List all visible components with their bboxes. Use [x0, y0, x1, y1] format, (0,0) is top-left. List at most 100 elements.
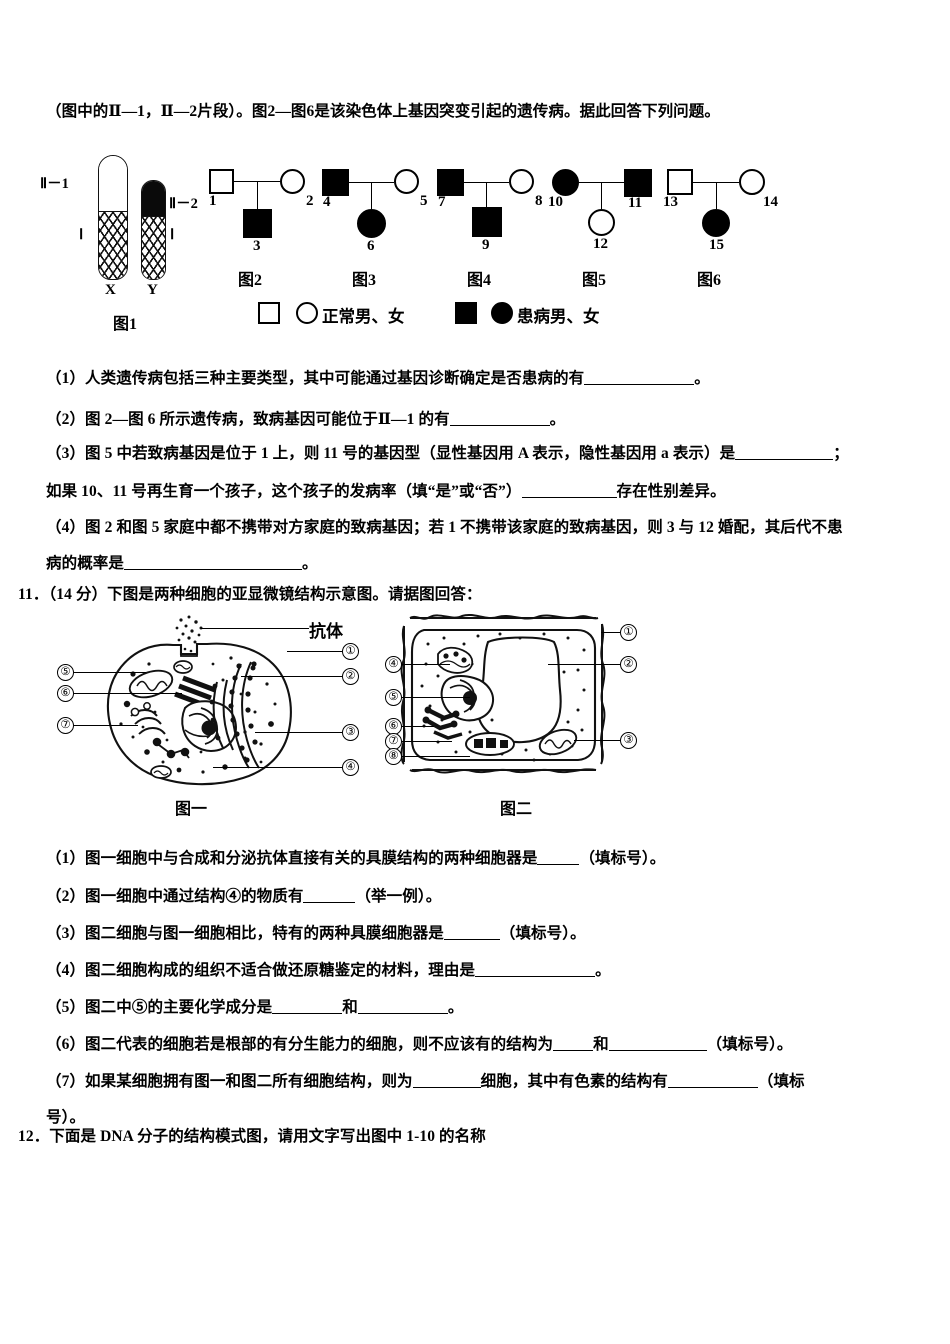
leader-1	[287, 651, 342, 652]
legend-affected-male-icon	[455, 302, 477, 324]
q11-p6-b: 和	[593, 1036, 609, 1053]
callout-2: ②	[620, 656, 637, 673]
answer-blank[interactable]	[584, 384, 695, 385]
pedigree-individual-13	[667, 169, 693, 195]
answer-blank[interactable]	[608, 1050, 707, 1051]
pedigree-individual-10	[552, 169, 579, 196]
callout-3: ③	[342, 724, 359, 741]
pedigree-fig3-caption: 图3	[352, 272, 377, 289]
answer-blank[interactable]	[357, 1013, 448, 1014]
pedigree-fig3: 4 5 6 图3	[318, 165, 428, 289]
leader-4	[213, 767, 342, 768]
chromosome-figure: Ⅱ－1 Ⅱ－2 Ⅰ Ⅰ X Y 图1	[40, 150, 230, 335]
answer-blank[interactable]	[272, 1013, 343, 1014]
pedigree-individual-2	[280, 169, 305, 194]
leader-antibody	[201, 628, 309, 629]
question-10-part-3-line1: （3）图 5 中若致病基因是位于 1 上，则 11 号的基因型（显性基因用 A …	[46, 442, 849, 465]
label-II-2: Ⅱ－2	[169, 196, 198, 212]
leader-3	[574, 740, 620, 741]
pedigree-individual-4	[322, 169, 349, 196]
question-11-part-6: （6）图二代表的细胞若是根部的有分生能力的细胞，则不应该有的结构为和（填标号）。	[46, 1033, 793, 1056]
q10-p3-line2-a: 如果 10、11 号再生育一个孩子，这个孩子的发病率（填“是”或“否”）	[46, 483, 522, 500]
pedigree-individual-14	[739, 169, 765, 195]
label-II-1: Ⅱ－1	[40, 176, 69, 192]
answer-blank[interactable]	[449, 425, 550, 426]
pedigree-fig2-caption: 图2	[238, 272, 263, 289]
descent-line	[486, 182, 487, 207]
q10-p4-line2-a: 病的概率是	[46, 555, 125, 572]
pedigree-label-5: 5	[420, 193, 428, 209]
q10-p3-text-b: ；	[833, 445, 849, 462]
pedigree-individual-11	[624, 169, 652, 197]
q11-p5-c: 。	[447, 999, 464, 1016]
answer-blank[interactable]	[124, 569, 303, 570]
q11-p2-b: （举一例）。	[355, 888, 442, 905]
animal-cell-figure: 抗体 ① ② ③ ④ ⑤ ⑥ ⑦ 图一	[55, 612, 385, 818]
legend-normal-female-icon	[296, 302, 318, 324]
question-11-part-4: （4）图二细胞构成的组织不适合做还原糖鉴定的材料，理由是。	[46, 959, 611, 982]
leader-5	[74, 672, 146, 673]
callout-5: ⑤	[57, 664, 74, 681]
leader-8	[402, 756, 470, 757]
q11-p1-a: （1）图一细胞中与合成和分泌抗体直接有关的具膜结构的两种细胞器是	[46, 850, 538, 867]
figure-two-caption: 图二	[500, 801, 533, 818]
pedigree-fig4: 7 8 9 图4	[433, 165, 543, 289]
plant-cell-svg	[400, 614, 606, 774]
answer-blank[interactable]	[303, 902, 356, 903]
x-chromosome-segment-II1	[99, 156, 127, 214]
callout-1: ①	[620, 624, 637, 641]
question-10-part-4-line1: （4）图 2 和图 5 家庭中都不携带对方家庭的致病基因；若 1 不携带该家庭的…	[46, 516, 843, 539]
callout-8: ⑧	[385, 748, 402, 765]
pedigree-label-14: 14	[763, 194, 778, 210]
plant-cell-figure: ① ② ③ ④ ⑤ ⑥ ⑦ ⑧ 图二	[382, 612, 662, 818]
q10-p2-text: （2）图 2—图 6 所示遗传病，致病基因可能位于Ⅱ—1 的有	[46, 411, 450, 428]
q10-p1-suffix: 。	[694, 370, 710, 387]
answer-blank[interactable]	[553, 1050, 594, 1051]
q11-p6-c: （填标号）。	[706, 1036, 793, 1053]
label-x: X	[105, 282, 116, 298]
q11-p5-a: （5）图二中⑤的主要化学成分是	[46, 999, 273, 1016]
question-11-part-7-line1: （7）如果某细胞拥有图一和图二所有细胞结构，则为细胞，其中有色素的结构有（填标	[46, 1070, 805, 1093]
answer-blank[interactable]	[475, 976, 596, 977]
pedigree-label-13: 13	[663, 194, 678, 210]
leader-2	[241, 676, 342, 677]
pedigree-individual-5	[394, 169, 419, 194]
legend-normal-male-icon	[258, 302, 280, 324]
leader-4	[402, 664, 450, 665]
pedigree-individual-12	[588, 209, 615, 236]
question-10-part-1: （1）人类遗传病包括三种主要类型，其中可能通过基因诊断确定是否患病的有 。	[46, 367, 710, 390]
answer-blank[interactable]	[667, 1087, 758, 1088]
answer-blank[interactable]	[443, 939, 500, 940]
q10-p4-line1: （4）图 2 和图 5 家庭中都不携带对方家庭的致病基因；若 1 不携带该家庭的…	[46, 519, 843, 536]
pedigree-individual-6	[357, 209, 386, 238]
answer-blank[interactable]	[412, 1087, 481, 1088]
antibody-label: 抗体	[309, 622, 343, 641]
leader-2	[548, 664, 620, 665]
question-10-part-3-line2: 如果 10、11 号再生育一个孩子，这个孩子的发病率（填“是”或“否”）存在性别…	[46, 480, 726, 503]
callout-3: ③	[620, 732, 637, 749]
callout-5: ⑤	[385, 689, 402, 706]
answer-blank[interactable]	[537, 864, 580, 865]
answer-blank[interactable]	[521, 497, 617, 498]
q10-p3-text-a: （3）图 5 中若致病基因是位于 1 上，则 11 号的基因型（显性基因用 A …	[46, 445, 736, 462]
pedigree-individual-9	[472, 207, 502, 237]
chromosome-figure-caption: 图1	[113, 316, 138, 333]
leader-1	[601, 632, 620, 633]
pedigree-individual-15	[702, 209, 730, 237]
pedigree-label-1: 1	[209, 193, 217, 209]
pedigree-fig5-caption: 图5	[582, 272, 607, 289]
callout-7: ⑦	[57, 717, 74, 734]
leader-6	[74, 693, 182, 694]
q10-p4-line2-b: 。	[302, 555, 318, 572]
descent-line	[371, 182, 372, 209]
label-y: Y	[147, 282, 158, 298]
question-12-heading: 12．下面是 DNA 分子的结构模式图，请用文字写出图中 1-10 的名称	[18, 1128, 486, 1145]
answer-blank[interactable]	[735, 459, 834, 460]
pedigree-label-2: 2	[306, 193, 314, 209]
x-chromosome	[98, 155, 128, 280]
q10-p1-text: （1）人类遗传病包括三种主要类型，其中可能通过基因诊断确定是否患病的有	[46, 370, 585, 387]
pedigree-fig2: 1 2 3 图2	[205, 165, 315, 289]
callout-2: ②	[342, 668, 359, 685]
pedigree-fig4-caption: 图4	[467, 272, 492, 289]
